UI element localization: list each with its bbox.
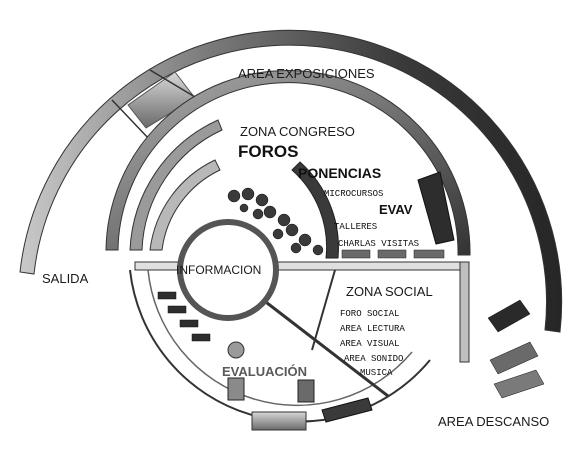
evaluation-globe [227,341,245,359]
evaluation-box-right [297,379,315,403]
congress-inner-ring-2 [149,159,221,251]
area-descanso-label: AREA DESCANSO [438,414,549,429]
foros-label: FOROS [238,142,298,161]
trees-cluster [227,187,324,256]
charlas-visitas-label: CHARLAS VISITAS [338,239,419,249]
bottom-right-panel [321,397,373,423]
evaluation-blocks [157,291,211,342]
information-circle [177,219,279,321]
congress-inner-ring [129,119,223,251]
rest-area-blocks [487,299,545,399]
charlas-blocks [341,249,445,259]
ponencias-label: PONENCIAS [298,165,381,181]
area-visual-label: AREA VISUAL [340,339,399,349]
talleres-label: TALLERES [334,222,377,232]
area-lectura-label: AREA LECTURA [340,324,405,334]
outer-ring-band [19,29,563,333]
foro-social-label: FORO SOCIAL [340,309,399,319]
area-sonido-label: AREA SONIDO [344,354,403,364]
evaluacion-label: EVALUACIÓN [222,364,307,379]
social-zone-wall [459,261,470,363]
salida-label: SALIDA [42,271,89,286]
informacion-label: INFORMACION [176,263,261,277]
evav-label: EVAV [379,202,413,217]
bottom-panel [251,411,307,431]
evav-panel [417,171,455,245]
zona-social-label: ZONA SOCIAL [346,284,433,299]
congress-outer-ring [105,70,471,256]
microcursos-label: MICROCURSOS [324,189,383,199]
evaluation-box-left [227,377,245,401]
zona-congreso-label: ZONA CONGRESO [240,124,355,139]
area-exposiciones-label: AREA EXPOSICIONES [238,66,375,81]
social-zone-divider [311,269,336,351]
musica-label: MUSICA [360,368,393,378]
congress-arc-right [291,161,339,259]
diagonal-divider [257,294,389,398]
lower-ring [129,269,431,423]
